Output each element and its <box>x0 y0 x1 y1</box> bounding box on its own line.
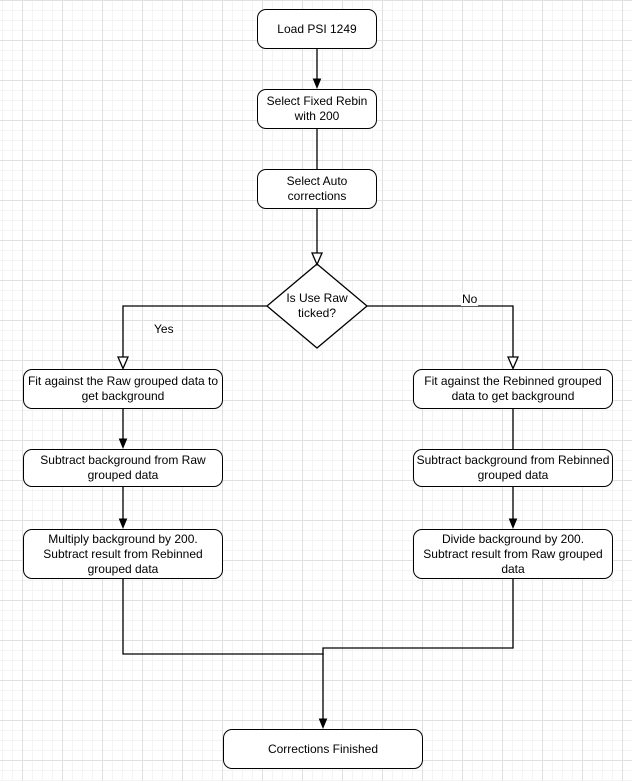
node-label-auto-corrections: Select Auto corrections <box>286 174 348 203</box>
arrowhead-open-icon <box>311 252 323 267</box>
decision-diamond-shape <box>265 263 369 349</box>
flowchart-node-fit-rebinned: Fit against the Rebinned grouped data to… <box>413 369 613 409</box>
arrowhead-filled-icon <box>118 438 128 449</box>
flowchart-node-subtract-raw: Subtract background from Raw grouped dat… <box>23 449 223 487</box>
node-label-multiply: Multiply background by 200. Subtract res… <box>43 531 203 576</box>
node-label-fit-raw: Fit against the Raw grouped data to get … <box>27 374 219 403</box>
arrowhead-open-icon <box>117 356 129 371</box>
flowchart-node-subtract-rebinned: Subtract background from Rebinned groupe… <box>413 449 613 487</box>
arrowhead-filled-icon <box>318 718 328 729</box>
edge-decision-yes <box>122 305 267 357</box>
node-label-load: Load PSI 1249 <box>277 21 357 36</box>
arrowhead-filled-icon <box>118 518 128 529</box>
arrowhead-filled-icon <box>312 78 322 89</box>
edge-divide-to-finished <box>322 579 514 719</box>
node-label-subtract-rebinned: Subtract background from Rebinned groupe… <box>416 453 610 482</box>
node-label-divide: Divide background by 200. Subtract resul… <box>423 531 603 576</box>
node-label-fit-rebinned: Fit against the Rebinned grouped data to… <box>424 374 602 403</box>
edge-multiply-to-finished <box>122 579 324 655</box>
flowchart-node-finished: Corrections Finished <box>223 729 423 769</box>
flowchart-node-rebin: Select Fixed Rebin with 200 <box>257 89 377 129</box>
node-label-rebin: Select Fixed Rebin with 200 <box>266 94 368 123</box>
node-label-decision: Is Use Raw ticked? <box>286 291 348 320</box>
flowchart-node-load: Load PSI 1249 <box>257 9 377 49</box>
edge-decision-no <box>367 305 514 357</box>
flowchart-node-auto-corrections: Select Auto corrections <box>257 169 377 209</box>
arrowhead-open-icon <box>507 356 519 371</box>
flowchart-node-multiply: Multiply background by 200. Subtract res… <box>23 529 223 579</box>
flowchart-node-divide: Divide background by 200. Subtract resul… <box>413 529 613 579</box>
edge-label-no: No <box>461 292 479 306</box>
flowchart-node-decision: Is Use Raw ticked? <box>267 276 367 336</box>
edge-label-yes: Yes <box>153 322 175 336</box>
node-label-subtract-raw: Subtract background from Raw grouped dat… <box>40 453 206 482</box>
node-label-finished: Corrections Finished <box>267 741 379 756</box>
flowchart-node-fit-raw: Fit against the Raw grouped data to get … <box>23 369 223 409</box>
arrowhead-filled-icon <box>508 518 518 529</box>
